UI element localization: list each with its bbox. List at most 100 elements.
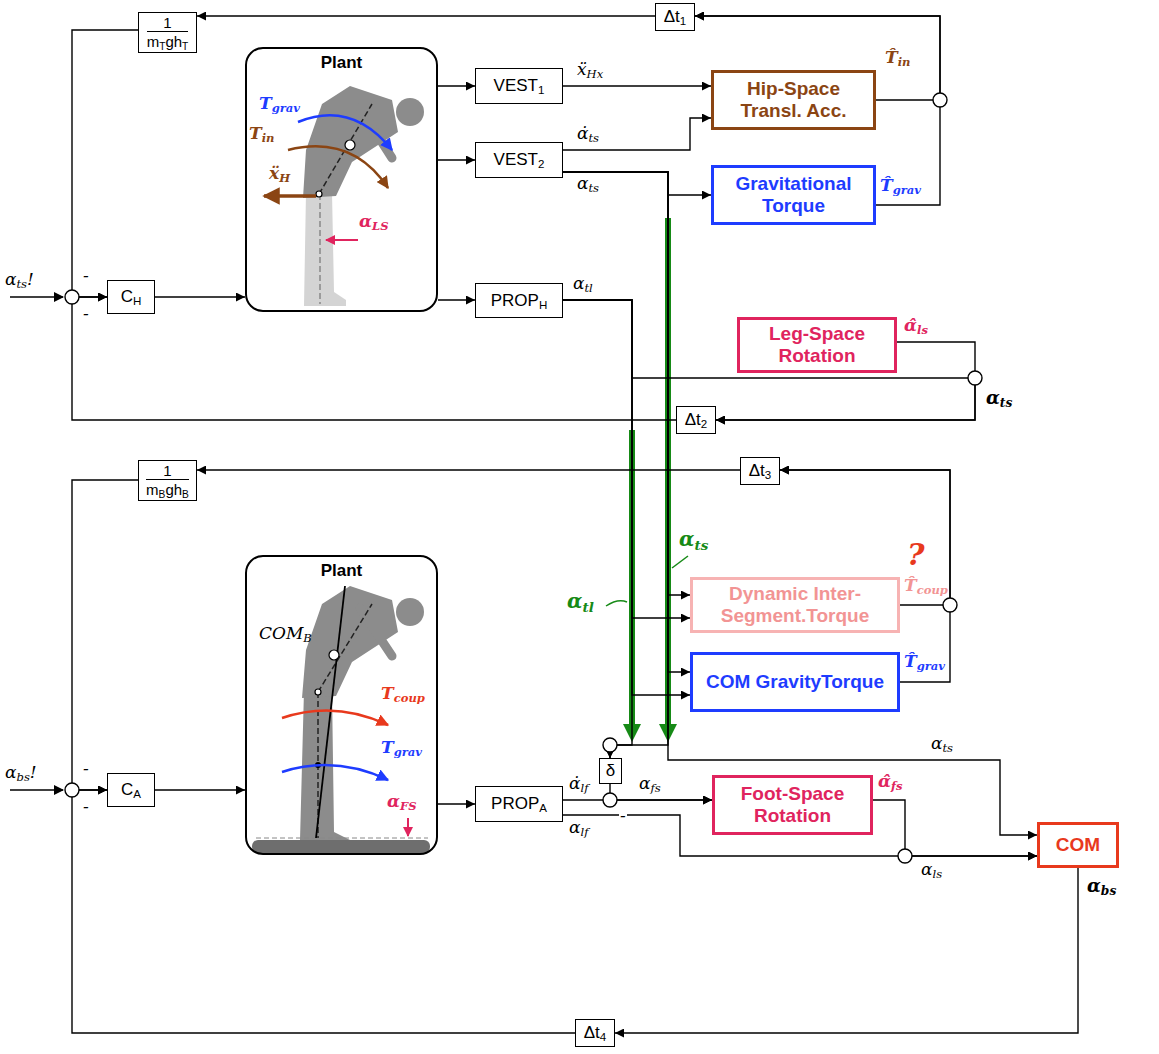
text-run: α (5, 269, 16, 289)
signal-label: αtl (572, 274, 594, 294)
signal-line (72, 480, 138, 790)
subscript: ts (16, 277, 27, 291)
subscript: 1 (680, 15, 686, 27)
signal-label: αls (920, 860, 943, 880)
summing-junction (603, 738, 617, 752)
signal-label: T̂coup (903, 576, 949, 596)
signal-label: Tgrav (258, 94, 301, 114)
box-text: PROPH (491, 291, 548, 311)
box-text: Δt2 (685, 410, 708, 430)
signal-label: - (619, 806, 627, 826)
text-run: VEST (494, 76, 538, 95)
subscript: ts (588, 131, 599, 145)
text-run: α (387, 791, 400, 811)
text-run: α (5, 762, 16, 782)
signal-label: αLS (358, 212, 390, 232)
summing-junction (603, 793, 617, 807)
subscript: lf (580, 781, 588, 795)
signal-label: Tgrav (380, 738, 423, 758)
signal-label: αFS (386, 792, 418, 812)
bottom-torque-arrows (282, 710, 388, 725)
text-run: gh (165, 33, 182, 50)
top-body-figure (319, 194, 321, 304)
subscript: grav (917, 659, 945, 673)
subscript: coup (917, 583, 948, 597)
subscript: in (898, 55, 911, 69)
signal-label: α̂fs (877, 772, 904, 792)
text-run: α (359, 211, 372, 231)
box-text: VEST1 (494, 76, 545, 96)
box-text: PROPA (491, 794, 547, 814)
subscript: T (159, 41, 165, 52)
sensor-box: PROPH (475, 283, 563, 318)
signal-line (563, 300, 690, 695)
signal-line (563, 300, 690, 618)
bottom-body-figure (318, 604, 372, 692)
box-text: COM (1056, 834, 1100, 856)
text-run: α (639, 773, 650, 793)
bottom-torque-arrows (282, 765, 388, 780)
bottom-body-figure (360, 608, 392, 656)
subscript: fs (650, 781, 660, 795)
delay-box: Δt4 (575, 1019, 615, 1047)
text-run: gh (165, 481, 182, 498)
box-text: Gravitational Torque (722, 173, 865, 217)
signal-line (72, 297, 676, 420)
com-box: COM (1037, 822, 1119, 868)
signal-line (563, 172, 690, 595)
subscript: lf (580, 825, 588, 839)
subscript: 2 (538, 158, 544, 170)
subscript: grav (272, 101, 300, 115)
signal-line (563, 172, 711, 195)
subscript: 1 (538, 84, 544, 96)
box-text: Foot-Space Rotation (723, 783, 862, 827)
subscript: grav (893, 183, 921, 197)
signal-label: - (82, 759, 90, 779)
box-text: mBghB (146, 479, 189, 498)
text-run: m (146, 481, 159, 498)
text-run: α (569, 817, 580, 837)
signal-label: αlf (568, 818, 589, 838)
subscript: fs (891, 779, 902, 793)
top-body-figure (316, 191, 322, 197)
signal-label: ẍHx (576, 60, 604, 80)
text-run: T̂ (885, 47, 898, 67)
text-run: T (381, 737, 394, 757)
subscript: 2 (701, 418, 707, 430)
text-run: Δt (749, 461, 765, 480)
plant-heading: Plant (321, 561, 363, 581)
signal-line (155, 789, 245, 790)
box-text: Hip-Space Transl. Acc. (722, 78, 865, 122)
signal-label: T̂grav (879, 176, 922, 196)
signal-label: αbs! (4, 763, 38, 783)
box-text: Δt4 (584, 1023, 607, 1043)
signal-line (873, 800, 1037, 856)
text-run: α̇ (577, 123, 588, 143)
summing-junction (65, 93, 982, 863)
summing-junction (65, 290, 79, 304)
signal-label: αts (678, 528, 709, 551)
subscript: coup (394, 691, 425, 705)
subscript: A (539, 802, 547, 814)
estimator-box: COM GravityTorque (690, 652, 900, 712)
text-run: α (567, 589, 582, 613)
torque-arrows (264, 194, 316, 198)
subscript: B (303, 631, 312, 645)
bottom-body-figure (396, 598, 424, 626)
bottom-torque-arrows (407, 818, 409, 836)
text-run: C (121, 780, 133, 799)
summing-junction (943, 598, 957, 612)
summing-junction (65, 783, 79, 797)
summing-junction (933, 93, 947, 107)
sensor-box: VEST1 (475, 68, 563, 104)
subscript: 3 (765, 469, 771, 481)
box-text: 1 (163, 462, 171, 479)
signal-label: αbs (1086, 876, 1117, 897)
reference-inputs (10, 297, 63, 790)
box-text: Δt3 (749, 461, 772, 481)
signal-label: αts (930, 734, 954, 754)
